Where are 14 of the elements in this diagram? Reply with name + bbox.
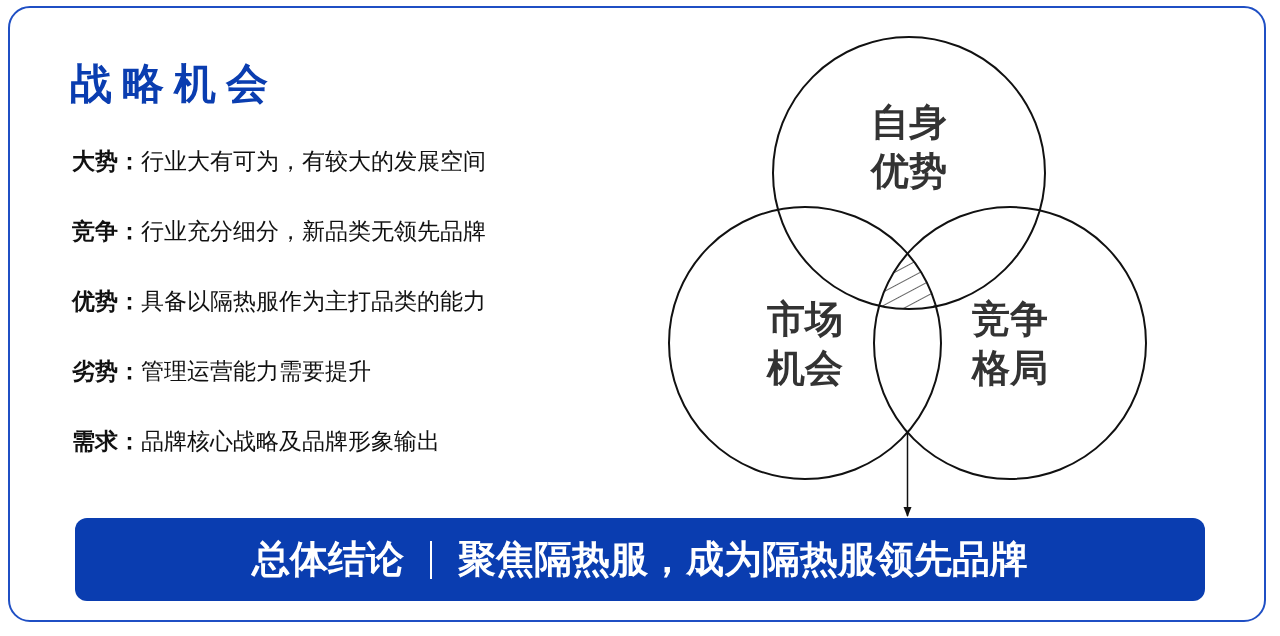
banner-text: 聚焦隔热服，成为隔热服领先品牌: [458, 536, 1028, 583]
bullet-text: 劣势：管理运营能力需要提升: [72, 357, 371, 386]
bullet-text: 大势：行业大有可为，有较大的发展空间: [72, 147, 486, 176]
bullet-text: 需求：品牌核心战略及品牌形象输出: [72, 427, 440, 456]
bullet-text: 竞争：行业充分细分，新品类无领先品牌: [72, 217, 486, 246]
bullet-text: 优势：具备以隔热服作为主打品类的能力: [72, 287, 486, 316]
title: 战略机会: [70, 58, 278, 110]
venn-circle: [669, 207, 941, 479]
conclusion-banner: [75, 518, 1205, 601]
banner-heading: 总体结论: [252, 536, 404, 583]
venn-circle: [874, 207, 1146, 479]
circle-label: 自身优势: [869, 99, 948, 196]
circle-label: 市场机会: [765, 296, 844, 393]
circle-label: 竞争格局: [970, 296, 1049, 393]
